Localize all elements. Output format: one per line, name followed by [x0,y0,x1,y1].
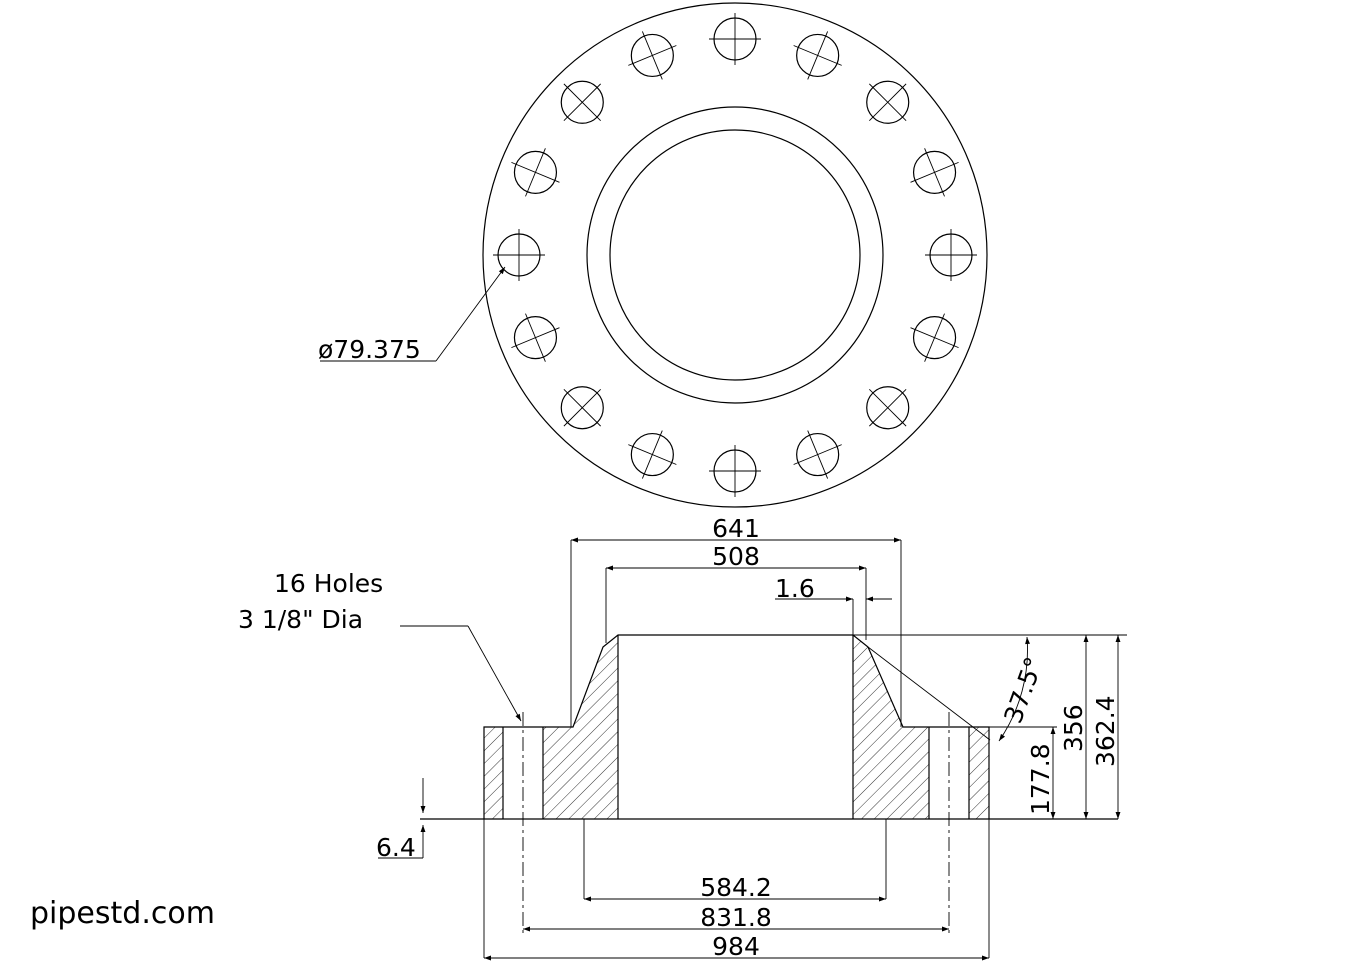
dim-362-4-label: 362.4 [1091,695,1120,767]
bolt-hole-dia-label: ø79.375 [318,335,421,364]
watermark: pipestd.com [30,896,215,931]
bolt-hole [866,386,910,430]
dim-1-6-label: 1.6 [775,574,815,603]
dim-584-2-label: 584.2 [700,873,772,902]
dimension-lines [378,537,1121,961]
extension-lines [483,540,1127,958]
bolt-hole [866,80,910,124]
flange-plan-view: ø79.375 [318,2,988,508]
bolt-holes [493,13,977,497]
bore-circle [609,129,861,381]
bolt-hole [910,148,959,197]
bolt-hole [793,430,842,479]
bolt-hole [628,430,677,479]
dim-6-4-label: 6.4 [376,833,416,862]
bolt-hole [511,313,560,362]
dim-984-label: 984 [712,932,760,961]
dim-angle-label: 37.5° [998,653,1049,727]
bolt-hole [511,148,560,197]
bolt-hole [709,13,761,65]
dim-356-label: 356 [1059,704,1088,752]
dim-641-label: 641 [712,514,760,543]
dim-508-label: 508 [712,542,760,571]
hole-note-leader [400,625,522,722]
bolt-hole [628,31,677,80]
bolt-hole [560,386,604,430]
bolt-hole [793,31,842,80]
bolt-hole [493,229,545,281]
bolt-hole-dia-leader [320,266,506,362]
hole-note-line2: 3 1/8" Dia [238,605,363,634]
bolt-hole [925,229,977,281]
section-hatching [484,635,989,819]
bolt-hole [910,313,959,362]
dim-831-8-label: 831.8 [700,903,772,932]
dim-177-8-label: 177.8 [1026,743,1055,815]
raised-face-circle [586,106,884,404]
bolt-hole [560,80,604,124]
flange-outer-circle [482,2,988,508]
section-outline [420,634,1118,933]
flange-section-view: 16 Holes 3 1/8" Dia 641 508 1.6 37.5° 17… [238,514,1127,961]
bolt-hole [709,445,761,497]
hole-note-line1: 16 Holes [274,569,383,598]
